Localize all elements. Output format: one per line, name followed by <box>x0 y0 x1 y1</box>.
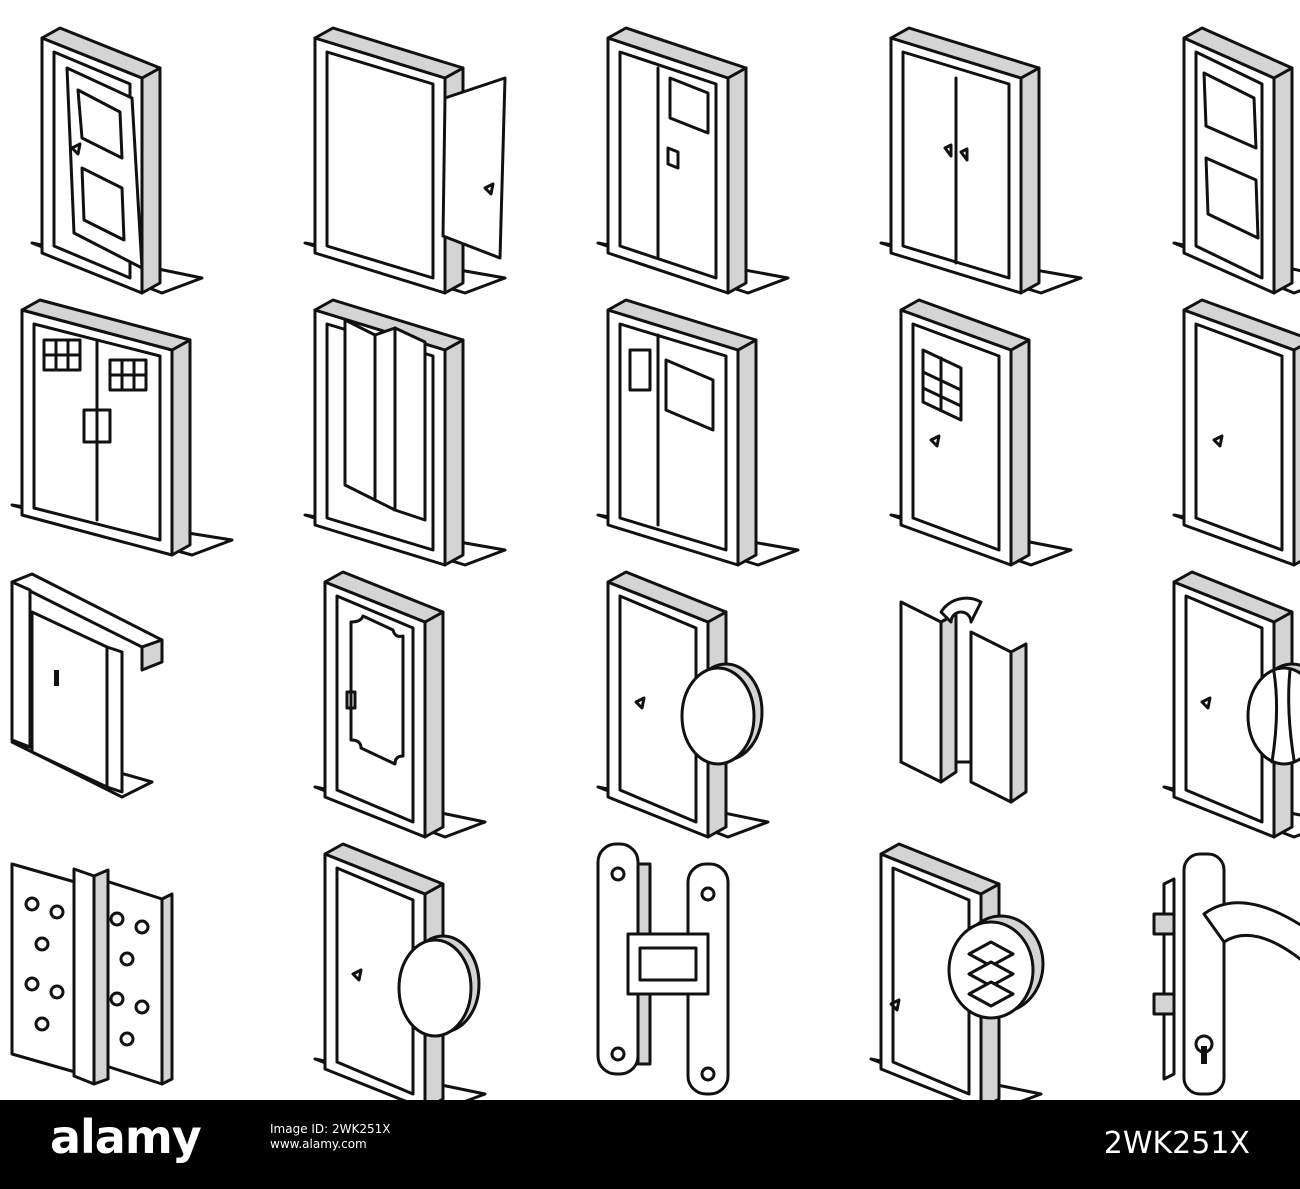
icon-set <box>10 8 1300 1111</box>
door-with-layers-badge-icon <box>861 824 1111 1111</box>
double-door-icon <box>861 8 1111 295</box>
alamy-logo: alamy <box>50 1110 202 1164</box>
open-flat-door-icon <box>295 8 545 295</box>
classic-panel-door-icon <box>1144 8 1300 295</box>
double-door-grilled-windows-icon <box>10 280 262 557</box>
folding-door-icon <box>295 280 545 567</box>
watermark-bar: alamy Image ID: 2WK251X www.alamy.com 2W… <box>0 1100 1300 1189</box>
door-with-blank-badge-2-icon <box>295 824 545 1111</box>
plain-door-icon <box>1144 280 1300 567</box>
door-with-shelf-window-icon <box>861 280 1111 567</box>
image-id: 2WK251X <box>1103 1126 1250 1161</box>
double-door-two-windows-icon <box>578 280 828 567</box>
ornamental-door-icon <box>295 552 545 839</box>
door-with-blank-badge-icon <box>578 552 828 839</box>
image-meta: Image ID: 2WK251X www.alamy.com <box>270 1122 391 1152</box>
concealed-hinge-icon <box>578 824 828 1096</box>
sliding-door-icon <box>10 552 262 812</box>
door-with-window-icon <box>578 8 828 295</box>
site-url: www.alamy.com <box>270 1137 367 1151</box>
door-hinge-icon <box>10 824 262 1086</box>
door-handle-lock-icon <box>1144 824 1300 1096</box>
open-panel-door-icon <box>12 8 262 295</box>
automatic-sliding-door-icon <box>861 552 1111 812</box>
door-with-wood-grain-badge-icon <box>1144 552 1300 839</box>
image-id-label: Image ID: 2WK251X <box>270 1122 391 1136</box>
